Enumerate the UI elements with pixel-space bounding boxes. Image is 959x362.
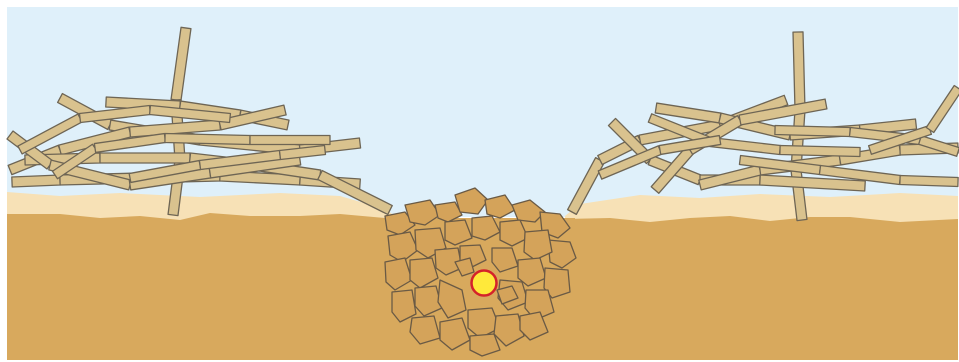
stick xyxy=(900,176,958,187)
stick xyxy=(780,146,860,157)
stick xyxy=(250,136,330,145)
stick xyxy=(100,153,190,163)
stick xyxy=(165,134,250,145)
stick xyxy=(775,126,850,137)
stick xyxy=(793,32,805,110)
stick xyxy=(12,175,60,187)
egg-icon xyxy=(472,271,497,296)
